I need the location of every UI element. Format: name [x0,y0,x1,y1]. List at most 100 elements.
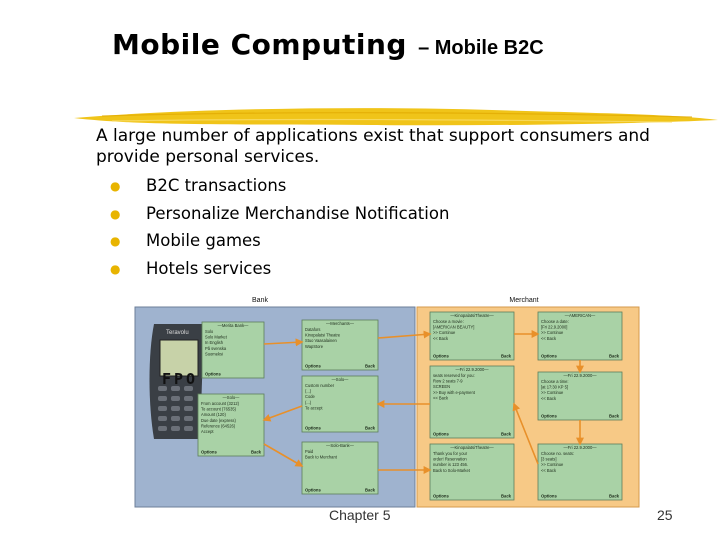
fpo-watermark: FPO [162,370,199,388]
bullet-text: Personalize Merchandise Notification [146,203,450,223]
merchant-screen: —Fri 22.9.2000—Choose no. seats:[3 seats… [537,443,623,501]
phone-screen-frame [301,441,379,495]
screen-softkey: Options [541,414,557,419]
merchant-screen: —KinopalatsiTheatre—Choose a movie:[AMER… [429,311,515,361]
screen-line: In English [205,340,224,345]
screen-line: To account (76535) [201,407,237,412]
screen-softkey: Back [609,494,620,499]
screen-softkey: Back [365,364,376,369]
mobile-b2c-flow-diagram: Bank Merchant Teravolu —Merita Bank— Solo… [134,297,640,508]
bullet-icon: ● [110,179,121,193]
flow-arrow [512,402,539,465]
screen-line: >> Buy with e-payment [433,390,476,395]
footer-chapter: Chapter 5 [329,507,391,523]
screen-line: Accept [201,429,214,434]
title-underline-brushstroke [74,108,718,126]
screen-line: Choose a time: [541,379,569,384]
flow-arrow [262,405,303,422]
screen-line: << Back [541,336,557,341]
screen-line: Reference (64526) [201,423,236,428]
screen-line: << Back [541,396,557,401]
slide-title-sub: – Mobile B2C [418,37,544,59]
screen-softkey: Options [205,372,221,377]
screen-softkey: Options [541,354,557,359]
screen-softkey: Options [305,426,321,431]
bullet-icon: ● [110,234,121,248]
screen-line: Back to Solo-Market [433,468,471,473]
screen-line: Datafors [305,327,320,332]
merchant-screen: —AMERICAN—Choose a date:[Fri 22.9.2000]>… [537,311,623,361]
screen-softkey: Back [501,354,512,359]
screen-line: Solo [205,329,214,334]
screen-line: Choose a movie: [433,319,464,324]
screen-line: << Back [433,395,449,400]
screen-line: Code [305,394,316,399]
screen-softkey: Back [251,450,262,455]
screen-line: (...) [305,389,312,394]
bullet-text: Mobile games [146,231,261,250]
screen-line: << Back [541,468,557,473]
screen-softkey: Back [609,414,620,419]
screen-softkey: Back [609,354,620,359]
screen-line: Kinopalatsi Theatre [305,333,341,338]
intro-text: A large number of applications exist tha… [96,126,650,167]
phone-brand-text: Teravolu [166,330,189,336]
screen-line: >> Continue [433,330,456,335]
phone-screen-frame [301,319,379,371]
screen-title: —Fri 22.9.2000— [563,373,597,378]
screen-line: Thank you for your [433,451,468,456]
screen-line: To accept [305,405,323,410]
screen-line: From account (3212) [201,401,240,406]
screen-line: Suomeksi [205,351,223,356]
screen-softkey: Back [365,488,376,493]
screen-softkey: Options [433,432,449,437]
screen-line: Amount (120) [201,412,226,417]
screen-line: [Fri 22.9.2000] [541,325,567,330]
screen-line: << Back [433,336,449,341]
bullet-icon: ● [110,206,121,221]
merchant-panel-label: Merchant [509,297,538,304]
phone-screen-frame [429,311,515,361]
screen-line: Stuo Vaasalainen [305,338,338,343]
screen-line: >> Continue [541,390,564,395]
screen-line: [AMERICAN BEAUTY] [433,325,474,330]
phone-screen-frame [301,375,379,433]
screen-line: Row 2 seats 7-9 [433,379,463,384]
screen-line: number is 123 456. [433,462,468,467]
merchant-screen: —Fri 22.9.2000—Choose a time:[at 17:30 K… [537,371,623,421]
flow-arrow [263,338,304,347]
screen-line: På svenska [205,346,227,351]
screen-title: —AMERICAN— [565,313,596,318]
flow-arrow [263,443,304,467]
screen-title: —Fri 22.9.2000— [563,445,597,450]
slide-title: Mobile Computing – Mobile B2C [112,28,544,61]
phone-screen-frame [429,365,515,439]
phone-screen-frame [537,443,623,501]
screen-line: (...) [305,400,312,405]
screen-title: —Merchants— [326,321,355,326]
screen-title: —KinopalatsiTheatre— [450,445,494,450]
screen-line: SCREEN [433,384,450,389]
screen-softkey: Back [501,432,512,437]
screen-softkey: Options [433,354,449,359]
screen-line: Back to Merchant [305,455,338,460]
screen-line: seats reserved for you: [433,373,475,378]
phone-screen-frame [537,371,623,421]
mobile-phone-illustration: Teravolu [149,324,204,439]
merchant-screen: —Fri 22.9.2000—seats reserved for you:Ro… [429,365,515,439]
screen-title: —Merita Bank— [218,323,250,328]
screen-line: >> Continue [541,462,564,467]
screen-line: [3 seats] [541,457,556,462]
merchant-screen: —KinopalatsiTheatre—Thank you for youror… [429,443,515,501]
screen-softkey: Options [305,364,321,369]
screen-softkey: Options [541,494,557,499]
arrow-group [262,330,584,474]
screen-title: —Solo— [332,377,350,382]
screen-line: Choose no. seats: [541,451,574,456]
bank-panel-label: Bank [252,297,268,304]
screen-title: —Solo-Bank— [326,443,355,448]
phone-screen-frame [197,393,265,457]
